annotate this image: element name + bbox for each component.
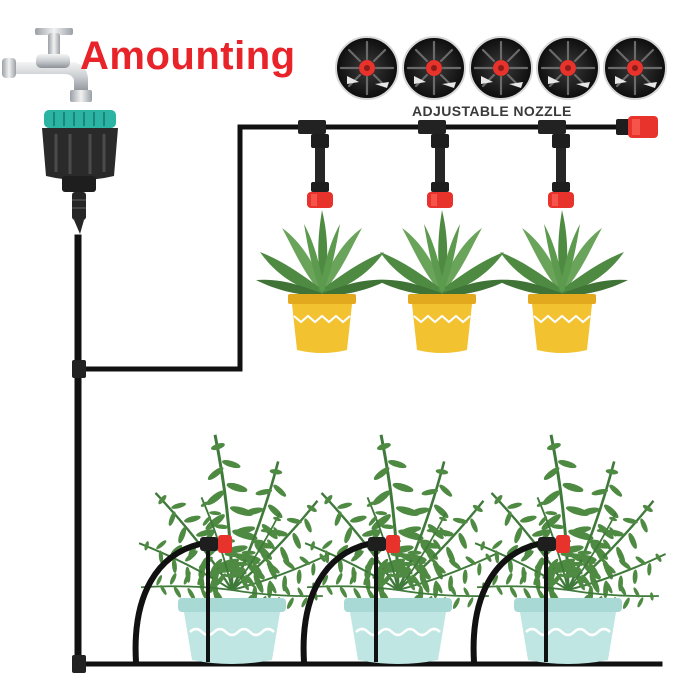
tube-connectors	[72, 120, 566, 673]
hanging-nozzles	[307, 134, 574, 208]
succulent-pot-icon	[375, 209, 509, 354]
nozzle-icon	[307, 134, 333, 208]
succulent-pots	[255, 209, 629, 354]
page-title: Amounting	[80, 34, 296, 78]
nozzle-icon	[427, 134, 453, 208]
faucet-icon	[2, 28, 92, 102]
end-cap-icon	[616, 116, 658, 138]
nozzle-caption: ADJUSTABLE NOZZLE	[412, 103, 572, 119]
adjustable-nozzle-row	[334, 35, 668, 101]
nozzle-icon	[535, 35, 601, 101]
succulent-pot-icon	[255, 209, 389, 354]
nozzle-icon	[602, 35, 668, 101]
nozzle-icon	[334, 35, 400, 101]
tap-adapter-icon	[42, 110, 118, 234]
nozzle-icon	[548, 134, 574, 208]
succulent-pot-icon	[495, 209, 629, 354]
nozzle-icon	[401, 35, 467, 101]
nozzle-icon	[468, 35, 534, 101]
